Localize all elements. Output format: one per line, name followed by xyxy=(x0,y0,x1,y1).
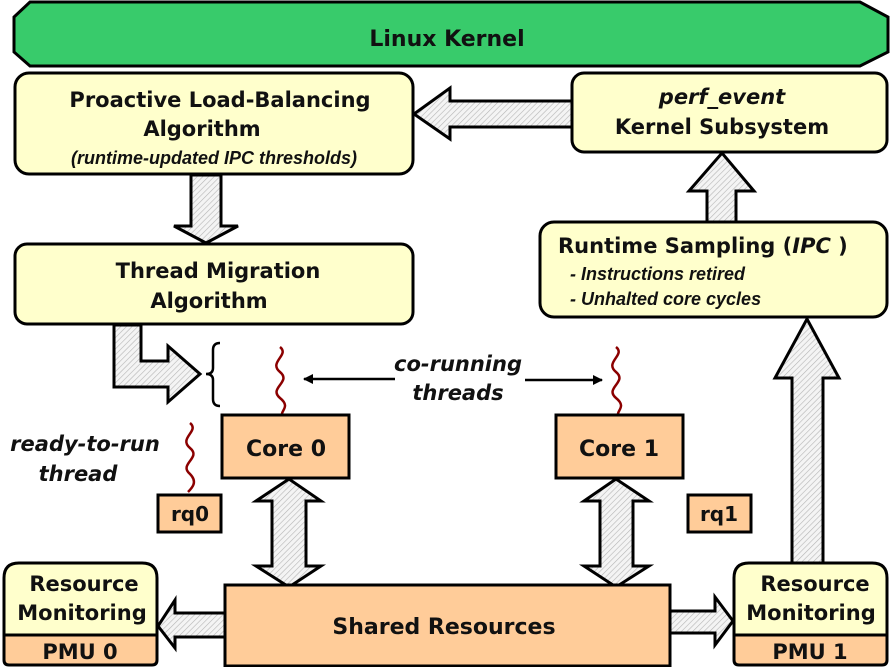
thread-squiggle-core1 xyxy=(611,346,623,415)
proactive-load-balancing-box: Proactive Load-Balancing Algorithm (runt… xyxy=(13,71,415,176)
perf-event-title: perf_event xyxy=(658,85,786,109)
core-0-label: Core 0 xyxy=(246,437,326,462)
monitor-1-line1: Resource xyxy=(760,572,869,596)
proactive-title-line1: Proactive Load-Balancing xyxy=(69,88,370,112)
perf-event-box: perf_event Kernel Subsystem xyxy=(570,71,889,154)
thread-squiggle-core0 xyxy=(275,346,287,415)
proactive-subtitle: (runtime-updated IPC thresholds) xyxy=(71,148,357,168)
thread-migration-box: Thread Migration Algorithm xyxy=(13,242,415,326)
runqueue-1-label: rq1 xyxy=(700,502,738,526)
arrow-migration-to-threads xyxy=(112,323,203,406)
arrow-proactive-to-migration xyxy=(173,173,239,245)
runqueue-0: rq0 xyxy=(156,493,223,534)
core-0: Core 0 xyxy=(220,413,351,480)
core-1-label: Core 1 xyxy=(579,437,659,462)
arrow-monitor-to-sampling xyxy=(772,315,842,565)
pmu-1-label: PMU 1 xyxy=(772,640,847,664)
shared-resources-box: Shared Resources xyxy=(223,583,672,667)
sampling-title: Runtime Sampling (IPC ) xyxy=(558,234,848,258)
corunning-label-line1: co-running xyxy=(394,352,522,376)
ready-label-line1: ready-to-run xyxy=(10,432,160,456)
corunning-label-line2: threads xyxy=(412,381,503,405)
runqueue-0-label: rq0 xyxy=(171,502,209,526)
arrow-shared-to-monitor0 xyxy=(156,594,227,653)
runqueue-1: rq1 xyxy=(686,493,753,534)
shared-resources-label: Shared Resources xyxy=(332,615,555,640)
arrow-core0-shared xyxy=(250,477,327,589)
proactive-title-line2: Algorithm xyxy=(143,117,260,141)
arrow-sampling-to-perf xyxy=(685,150,758,224)
core-1: Core 1 xyxy=(554,413,685,480)
ready-label-line2: thread xyxy=(39,462,119,486)
linux-kernel-banner: Linux Kernel xyxy=(12,0,890,68)
pmu-0-label: PMU 0 xyxy=(42,640,117,664)
kernel-label: Linux Kernel xyxy=(369,27,524,52)
thread-squiggle-ready xyxy=(185,422,196,493)
arrow-shared-to-monitor1 xyxy=(668,592,735,650)
arrow-perf-to-proactive xyxy=(411,85,574,142)
migration-title-line2: Algorithm xyxy=(150,289,267,313)
sampling-item-instructions: - Instructions retired xyxy=(570,264,746,284)
monitor-1-line2: Monitoring xyxy=(746,601,875,625)
resource-monitor-0: Resource Monitoring PMU 0 xyxy=(2,561,159,667)
migration-title-line1: Thread Migration xyxy=(116,259,321,283)
perf-event-subtitle: Kernel Subsystem xyxy=(615,115,829,139)
sampling-item-cycles: - Unhalted core cycles xyxy=(570,289,761,309)
runtime-sampling-box: Runtime Sampling (IPC ) - Instructions r… xyxy=(538,220,889,319)
brace-icon xyxy=(205,341,221,408)
arrow-core1-shared xyxy=(578,477,655,589)
resource-monitor-1: Resource Monitoring PMU 1 xyxy=(732,561,889,667)
monitor-0-line2: Monitoring xyxy=(17,601,146,625)
monitor-0-line1: Resource xyxy=(29,572,138,596)
